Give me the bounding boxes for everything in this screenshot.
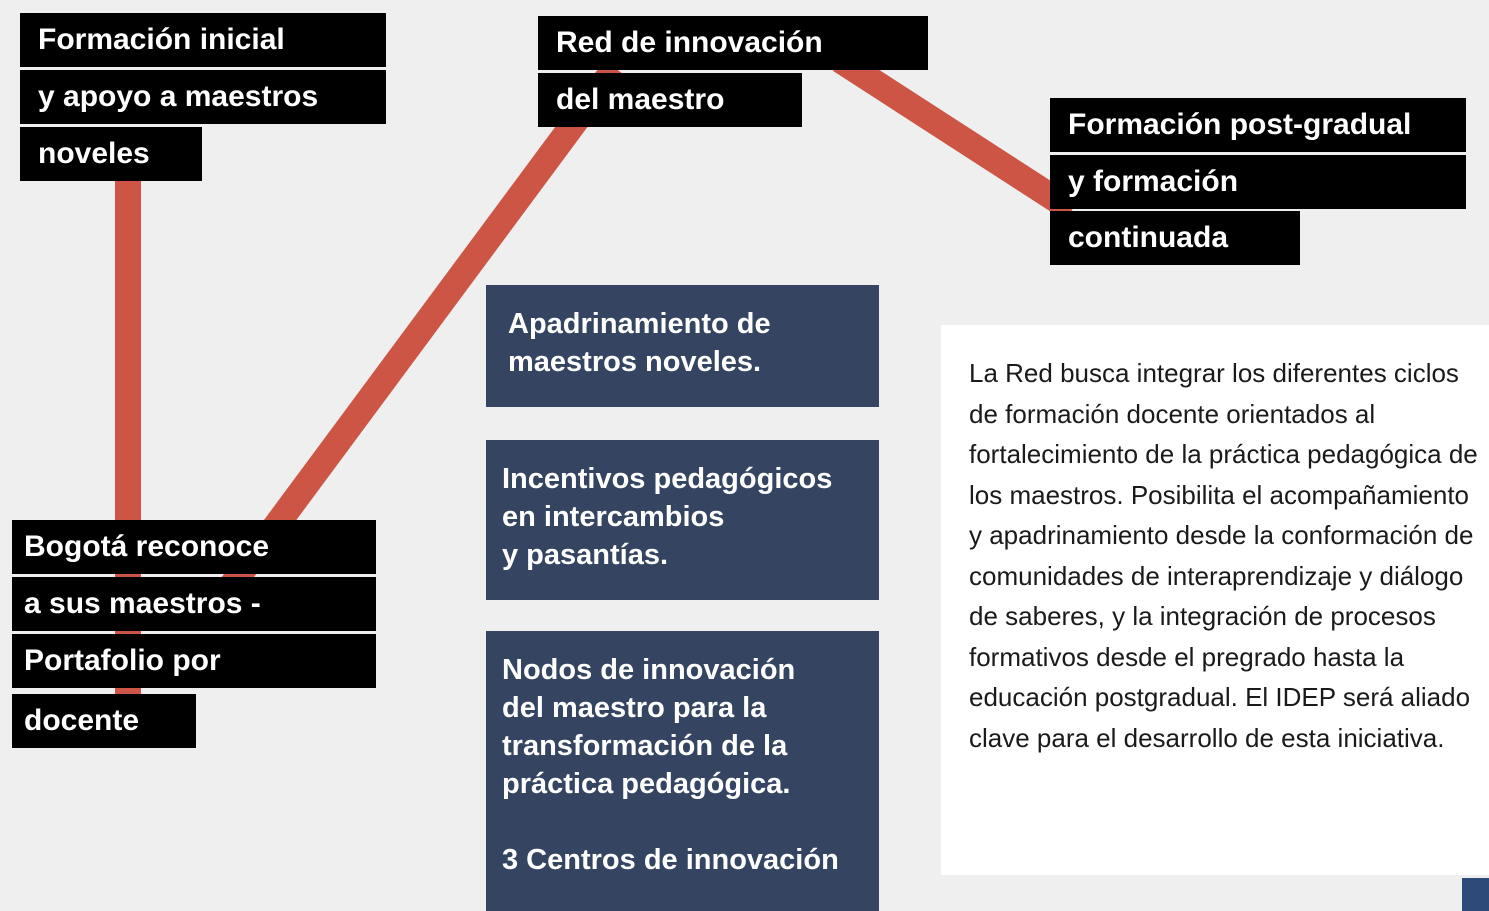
node-formacion-postgradual-line-2: y formación (1050, 155, 1466, 209)
node-formacion-postgradual-line-3: continuada (1050, 211, 1300, 265)
description-panel: La Red busca integrar los diferentes cic… (941, 325, 1489, 875)
connector-bogota-red (221, 60, 626, 593)
node-formacion-inicial-line-3: noveles (20, 127, 202, 181)
node-bogota-reconoce-line-2: a sus maestros - (12, 577, 376, 631)
node-bogota-reconoce-line-3: Portafolio por (12, 634, 376, 688)
node-red-innovacion-line-1: Red de innovación (538, 16, 928, 70)
box-nodos: Nodos de innovación del maestro para la … (486, 631, 879, 911)
node-formacion-inicial-line-1: Formación inicial (20, 13, 386, 67)
box-apadrinamiento: Apadrinamiento de maestros noveles. (486, 285, 879, 407)
corner-logo-icon (1462, 878, 1489, 911)
node-red-innovacion-line-2: del maestro (538, 73, 802, 127)
node-formacion-inicial-line-2: y apoyo a maestros (20, 70, 386, 124)
node-bogota-reconoce-line-4: docente (12, 694, 196, 748)
connector-red-postgradual (832, 49, 1080, 221)
node-bogota-reconoce-line-1: Bogotá reconoce (12, 520, 376, 574)
node-formacion-postgradual-line-1: Formación post-gradual (1050, 98, 1466, 152)
box-incentivos: Incentivos pedagógicos en intercambios y… (486, 440, 879, 600)
